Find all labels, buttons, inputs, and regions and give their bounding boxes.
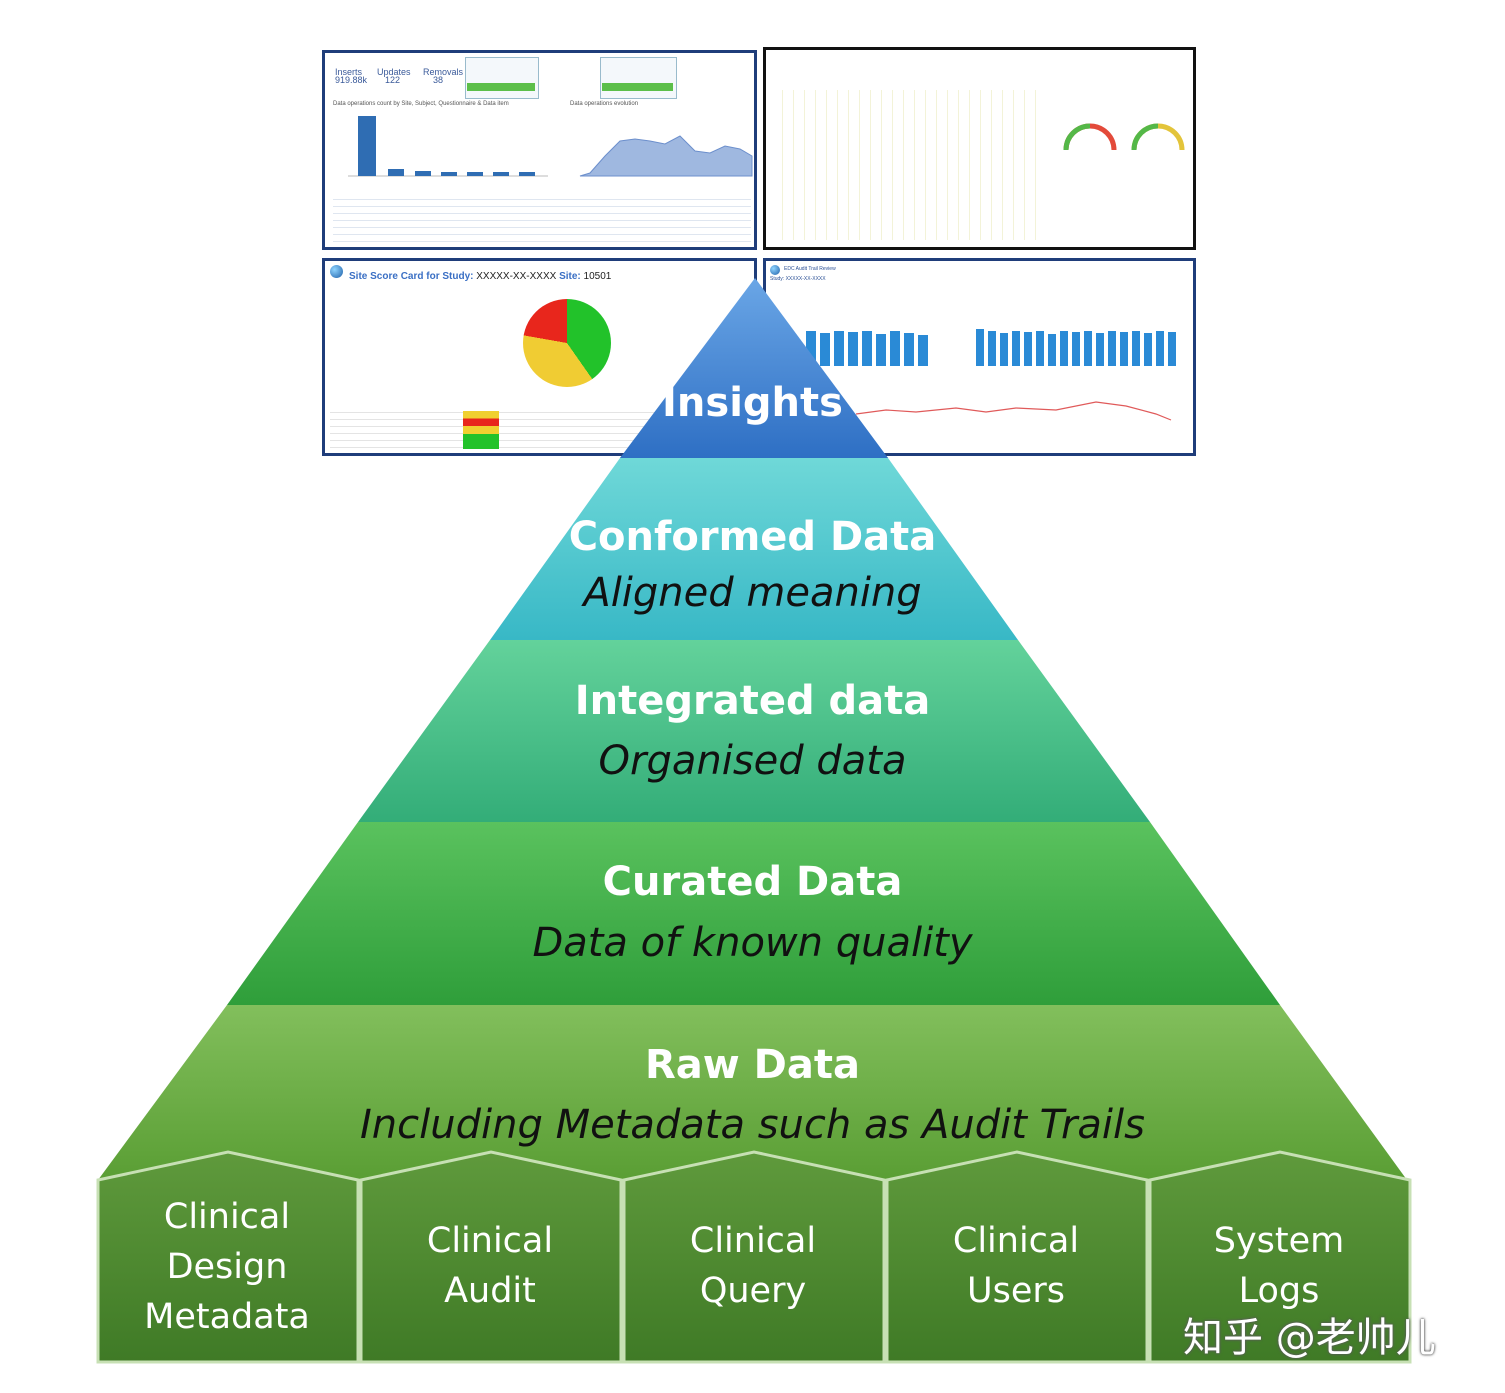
source-label-clinical-query: Clinical Query [624, 1216, 882, 1316]
area-chart-title: Data operations evolution [570, 101, 639, 107]
source-box-2 [359, 1150, 623, 1364]
dashboard-screenshot-top-right [763, 47, 1196, 250]
curated-data-subtitle: Data of known quality [532, 920, 973, 966]
scorecard-site: 10501 [583, 271, 612, 282]
source-2-line-1: Clinical [426, 1221, 554, 1261]
kpi-updates-label: Updates [377, 67, 411, 77]
scorecard-title-prefix: Site Score Card for Study: [349, 271, 474, 282]
raw-data-layer [98, 1005, 1407, 1180]
raw-data-subtitle: Including Metadata such as Audit Trails [360, 1102, 1145, 1148]
source-box-5 [1148, 1150, 1412, 1364]
insights-apex-overlay [620, 278, 888, 458]
integrated-data-subtitle: Organised data [598, 738, 907, 784]
dashboard-screenshot-bottom-left: Site Score Card for Study: XXXXX-XX-XXXX… [322, 258, 757, 456]
source-label-clinical-design-metadata: Clinical Design Metadata [98, 1192, 356, 1342]
source-4-line-2: Users [966, 1271, 1065, 1311]
kpi-removals-value: 38 [433, 75, 444, 85]
source-2-line-2: Audit [444, 1271, 536, 1311]
source-boxes [96, 1150, 1412, 1364]
source-3-line-2: Query [699, 1271, 807, 1311]
integrated-data-title: Integrated data [574, 678, 931, 724]
filter-panel-1-bar [467, 83, 535, 91]
scorecard-site-prefix: Site: [559, 271, 581, 282]
kpi-removals-label: Removals [423, 67, 464, 77]
apex-overlay [620, 278, 888, 458]
data-table-thumbnail [333, 193, 751, 243]
globe-icon-2 [770, 265, 780, 275]
bar-chart-title: Data operations count by Site, Subject, … [333, 101, 509, 107]
kpi-inserts-label: Inserts [335, 67, 363, 77]
integrated-data-layer [358, 640, 1150, 822]
source-1-line-3: Metadata [144, 1297, 310, 1337]
bar-chart-thumbnail [348, 116, 548, 177]
audit-line-thumbnail [856, 401, 1172, 421]
source-1-line-1: Clinical [163, 1197, 291, 1237]
source-5-line-1: System [1213, 1221, 1345, 1261]
conformed-data-title: Conformed Data [568, 514, 937, 560]
filter-panel-1 [465, 57, 539, 99]
gauge-charts-thumbnail [1063, 123, 1185, 151]
audit-bars-thumbnail [806, 329, 1176, 366]
filter-panel-2-bar [602, 83, 673, 91]
source-3-line-1: Clinical [689, 1221, 817, 1261]
filter-panel-2 [600, 57, 677, 99]
kpi-inserts-value: 919.88k [335, 75, 368, 85]
source-label-clinical-users: Clinical Users [887, 1216, 1145, 1316]
conformed-data-layer [490, 458, 1018, 640]
dashboard-screenshot-top-left: Inserts 919.88k Updates 122 Removals 38 … [322, 50, 757, 250]
pie-chart-thumbnail [523, 299, 611, 387]
scorecard-title: Site Score Card for Study: XXXXX-XX-XXXX… [349, 271, 611, 282]
source-label-system-logs: System Logs [1150, 1216, 1408, 1316]
source-box-3 [622, 1150, 886, 1364]
source-label-clinical-audit: Clinical Audit [361, 1216, 619, 1316]
source-5-line-2: Logs [1238, 1271, 1320, 1311]
source-1-line-2: Design [166, 1247, 288, 1287]
scorecard-study: XXXXX-XX-XXXX [476, 271, 557, 282]
scorecard-color-cells [463, 411, 499, 449]
area-chart-thumbnail [579, 135, 753, 177]
globe-icon [330, 265, 343, 278]
heatmap-grid-thumbnail [772, 90, 1042, 240]
curated-data-title: Curated Data [602, 859, 903, 905]
kpi-updates-value: 122 [385, 75, 401, 85]
source-box-4 [885, 1150, 1149, 1364]
audit-review-study: Study: XXXXX-XX-XXXX [770, 276, 826, 282]
curated-data-layer [227, 822, 1280, 1005]
raw-data-title: Raw Data [645, 1042, 860, 1088]
source-box-1 [96, 1150, 360, 1364]
conformed-data-subtitle: Aligned meaning [583, 570, 922, 616]
audit-review-title: EDC Audit Trail Review [784, 266, 836, 272]
source-4-line-1: Clinical [952, 1221, 1080, 1261]
insights-title: Insights [662, 380, 843, 426]
zhihu-watermark: 知乎 @老帅儿 [1183, 1315, 1436, 1361]
